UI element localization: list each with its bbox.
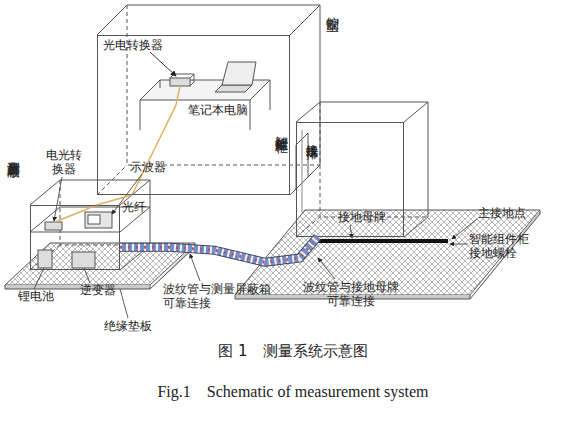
laptop-base xyxy=(215,85,252,92)
edge-label: 光纤 xyxy=(122,200,146,214)
leader-line xyxy=(34,268,44,289)
callout-label: 波纹管与接地母牌可靠连接 xyxy=(300,280,402,308)
callout-label: 锂电池 xyxy=(18,289,54,303)
callout-label: 绝缘垫板 xyxy=(104,319,152,333)
depth-edge xyxy=(30,180,150,270)
back-edge xyxy=(60,180,150,245)
node-title: 测量屏蔽箱 xyxy=(6,151,21,156)
callout-label: 波纹管与测量屏蔽箱可靠连接 xyxy=(163,282,275,310)
connector-layer xyxy=(120,237,318,262)
callout-label: 接线端子排 xyxy=(305,134,319,139)
callout-label: 逆变器 xyxy=(80,283,116,297)
lithium-battery xyxy=(38,250,52,268)
figure-caption: 图 1 测量系统示意图 xyxy=(0,342,586,361)
shield-box xyxy=(30,180,150,270)
scope-screen xyxy=(88,215,100,224)
insulation-plate xyxy=(5,243,195,285)
laptop-screen xyxy=(222,62,256,85)
leader-line xyxy=(450,244,468,245)
control-room-box xyxy=(97,5,320,195)
fiber-line xyxy=(55,205,97,222)
callout-label: 智能组件柜接地螺栓 xyxy=(469,232,533,260)
ground-bar xyxy=(318,239,448,243)
back-edge xyxy=(320,102,428,217)
callout-label: 接地母牌 xyxy=(338,210,386,224)
callout-label: 主接地点 xyxy=(478,206,526,220)
depth-edge xyxy=(296,102,428,237)
corrugated-pipe xyxy=(120,237,318,262)
leader-line xyxy=(318,258,335,279)
leader-line xyxy=(150,52,176,76)
cabinet-box xyxy=(296,102,428,237)
terminal-strip xyxy=(302,130,303,212)
converter-top xyxy=(170,74,194,86)
leader-lines xyxy=(318,219,477,279)
connector-layer xyxy=(120,237,318,262)
depth-edge xyxy=(97,5,320,195)
table-leg xyxy=(140,80,270,130)
converter-device xyxy=(170,78,190,86)
leader-line xyxy=(190,254,200,281)
hidden-edge xyxy=(30,180,150,270)
eo-converter xyxy=(45,222,62,230)
back-edge xyxy=(127,5,320,165)
callout-label: 示波器 xyxy=(130,160,166,174)
leader-line xyxy=(54,177,62,221)
leader-line xyxy=(120,289,128,318)
inverter xyxy=(72,252,95,268)
hidden-edge xyxy=(296,102,428,237)
callout-label: 电光转换器 xyxy=(44,148,84,176)
connector-line xyxy=(120,237,318,262)
leader-line xyxy=(84,268,90,283)
callout-label: 光电转换器 xyxy=(103,38,163,52)
fiber-line xyxy=(132,86,180,195)
connector-layer xyxy=(120,237,318,262)
callout-label: 笔记本电脑 xyxy=(188,103,248,117)
shield-box: 测量屏蔽箱 xyxy=(30,205,120,270)
node-title: 智能组件柜 xyxy=(274,126,289,131)
caption-english: Fig.1 Schematic of measurement system xyxy=(0,382,586,403)
oscilloscope xyxy=(85,212,112,228)
hidden-edge xyxy=(97,5,320,195)
node-title: 控制室 xyxy=(325,6,340,9)
